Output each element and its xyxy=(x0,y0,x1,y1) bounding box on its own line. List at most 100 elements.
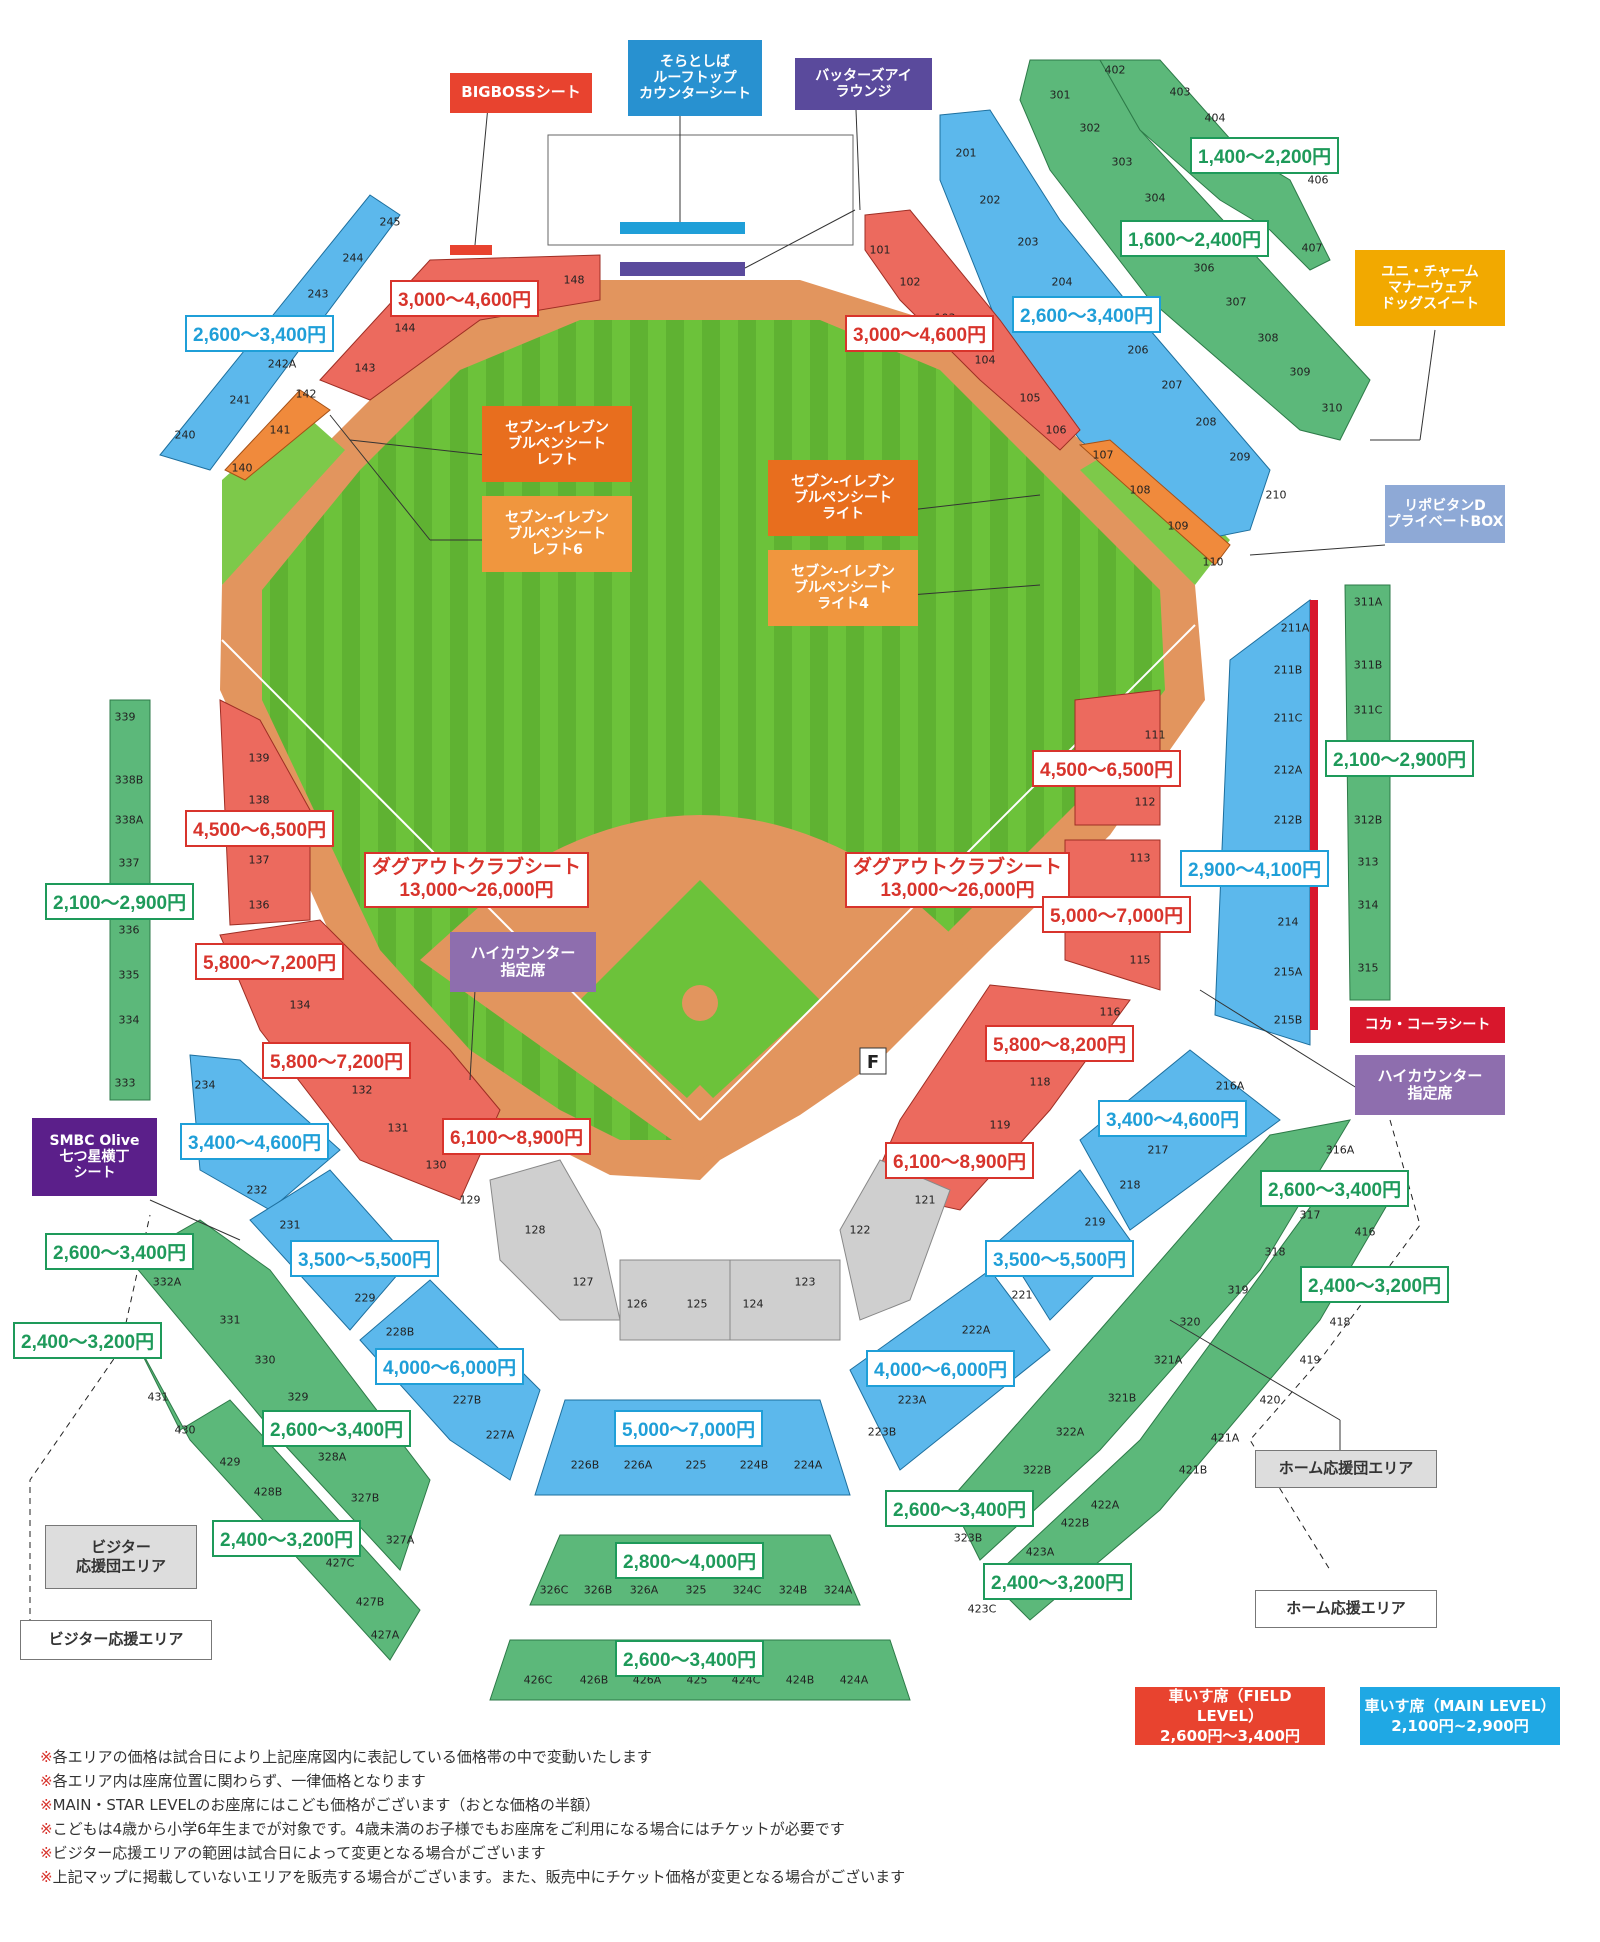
section-430: 430 xyxy=(174,1423,196,1437)
bullpen-left-label: セブン-イレブン ブルペンシート レフト xyxy=(482,406,632,482)
section-336: 336 xyxy=(118,923,140,937)
section-143: 143 xyxy=(354,361,376,375)
section-148: 148 xyxy=(563,273,585,287)
section-222a: 222A xyxy=(961,1323,991,1337)
price-225: 5,000～7,000円 xyxy=(614,1410,764,1447)
section-137: 137 xyxy=(248,853,270,867)
cocacola-label: コカ・コーラシート xyxy=(1350,1007,1505,1043)
section-107: 107 xyxy=(1092,448,1114,462)
section-429: 429 xyxy=(219,1455,241,1469)
price-116: 5,800～8,200円 xyxy=(985,1025,1135,1062)
price-132: 5,800～7,200円 xyxy=(262,1042,412,1079)
price-241: 2,600～3,400円 xyxy=(185,315,335,352)
note-6: 上記マップに掲載していないエリアを販売する場合がございます。また、販売中にチケッ… xyxy=(40,1865,906,1889)
price-dugout-left: ダグアウトクラブシート 13,000～26,000円 xyxy=(364,852,590,908)
section-245: 245 xyxy=(379,215,401,229)
section-306: 306 xyxy=(1193,261,1215,275)
note-2: 各エリア内は座席位置に関わらず、一律価格となります xyxy=(40,1769,905,1793)
section-315: 315 xyxy=(1357,961,1379,975)
section-314: 314 xyxy=(1357,898,1379,912)
price-119: 6,100～8,900円 xyxy=(885,1142,1035,1179)
section-215a: 215A xyxy=(1273,965,1303,979)
section-113: 113 xyxy=(1129,851,1151,865)
section-129: 129 xyxy=(459,1193,481,1207)
section-307: 307 xyxy=(1225,295,1247,309)
block-211-215 xyxy=(1214,599,1311,1046)
section-201: 201 xyxy=(955,146,977,160)
price-dugout-right: ダグアウトクラブシート 13,000～26,000円 xyxy=(845,852,1071,908)
section-334: 334 xyxy=(118,1013,140,1027)
section-108: 108 xyxy=(1129,483,1151,497)
svg-text:F: F xyxy=(867,1052,879,1073)
section-427c: 427C xyxy=(325,1556,355,1570)
section-419: 419 xyxy=(1299,1353,1321,1367)
section-216a: 216A xyxy=(1215,1079,1245,1093)
lipovitan-label: リポビタンD プライベートBOX xyxy=(1385,485,1505,543)
section-407: 407 xyxy=(1301,241,1323,255)
price-137: 4,500～6,500円 xyxy=(185,810,335,847)
section-328a: 328A xyxy=(317,1450,347,1464)
section-426c: 426C xyxy=(523,1673,553,1687)
section-110: 110 xyxy=(1202,555,1224,569)
section-211a: 211A xyxy=(1280,621,1310,635)
bullpen-right-label: セブン-イレブン ブルペンシート ライト xyxy=(768,460,918,536)
legend-field-level: 車いす席（FIELD LEVEL） 2,600円～3,400円 xyxy=(1135,1687,1325,1745)
section-226b: 226B xyxy=(570,1458,600,1472)
section-403: 403 xyxy=(1169,85,1191,99)
price-339: 2,100～2,900円 xyxy=(45,883,195,920)
section-324c: 324C xyxy=(732,1583,762,1597)
section-208: 208 xyxy=(1195,415,1217,429)
section-211c: 211C xyxy=(1273,711,1303,725)
section-111: 111 xyxy=(1144,728,1166,742)
section-422a: 422A xyxy=(1090,1498,1120,1512)
block-216-219 xyxy=(1079,1049,1281,1231)
price-113: 5,000～7,000円 xyxy=(1042,896,1192,933)
section-232: 232 xyxy=(246,1183,268,1197)
notes: 各エリアの価格は試合日により上記座席図内に表記している価格帯の中で変動いたします… xyxy=(40,1745,906,1889)
section-326c: 326C xyxy=(539,1583,569,1597)
section-311c: 311C xyxy=(1353,703,1383,717)
home-area-label: ホーム応援エリア xyxy=(1255,1590,1437,1628)
section-318: 318 xyxy=(1264,1245,1286,1259)
section-131: 131 xyxy=(387,1121,409,1135)
section-212b: 212B xyxy=(1273,813,1303,827)
section-240: 240 xyxy=(174,428,196,442)
section-229: 229 xyxy=(354,1291,376,1305)
price-301: 1,600～2,400円 xyxy=(1120,220,1270,257)
section-104: 104 xyxy=(974,353,996,367)
section-112: 112 xyxy=(1134,795,1156,809)
section-138: 138 xyxy=(248,793,270,807)
section-125: 125 xyxy=(686,1297,708,1311)
price-201: 2,600～3,400円 xyxy=(1012,296,1162,333)
section-118: 118 xyxy=(1029,1075,1051,1089)
section-324a: 324A xyxy=(823,1583,853,1597)
visitor-area-label: ビジター応援エリア xyxy=(20,1620,212,1660)
section-121: 121 xyxy=(914,1193,936,1207)
section-311b: 311B xyxy=(1353,658,1383,672)
section-321b: 321B xyxy=(1107,1391,1137,1405)
section-304: 304 xyxy=(1144,191,1166,205)
section-329: 329 xyxy=(287,1390,309,1404)
section-228b: 228B xyxy=(385,1325,415,1339)
section-122: 122 xyxy=(849,1223,871,1237)
section-102: 102 xyxy=(899,275,921,289)
section-215b: 215B xyxy=(1273,1013,1303,1027)
note-1: 各エリアの価格は試合日により上記座席図内に表記している価格帯の中で変動いたします xyxy=(40,1745,905,1769)
price-134: 5,800～7,200円 xyxy=(195,943,345,980)
section-426b: 426B xyxy=(579,1673,609,1687)
section-301: 301 xyxy=(1049,88,1071,102)
section-427a: 427A xyxy=(370,1628,400,1642)
section-322b: 322B xyxy=(1022,1463,1052,1477)
bigboss-bar xyxy=(450,245,492,255)
section-321a: 321A xyxy=(1153,1353,1183,1367)
section-218: 218 xyxy=(1119,1178,1141,1192)
section-326b: 326B xyxy=(583,1583,613,1597)
block-122-128 xyxy=(489,1159,621,1321)
price-227: 4,000～6,000円 xyxy=(375,1348,525,1385)
note-3: MAIN・STAR LEVELのお座席にはこども価格がございます（おとな価格の半… xyxy=(40,1793,905,1817)
section-421a: 421A xyxy=(1210,1431,1240,1445)
section-132: 132 xyxy=(351,1083,373,1097)
section-144: 144 xyxy=(394,321,416,335)
section-139: 139 xyxy=(248,751,270,765)
